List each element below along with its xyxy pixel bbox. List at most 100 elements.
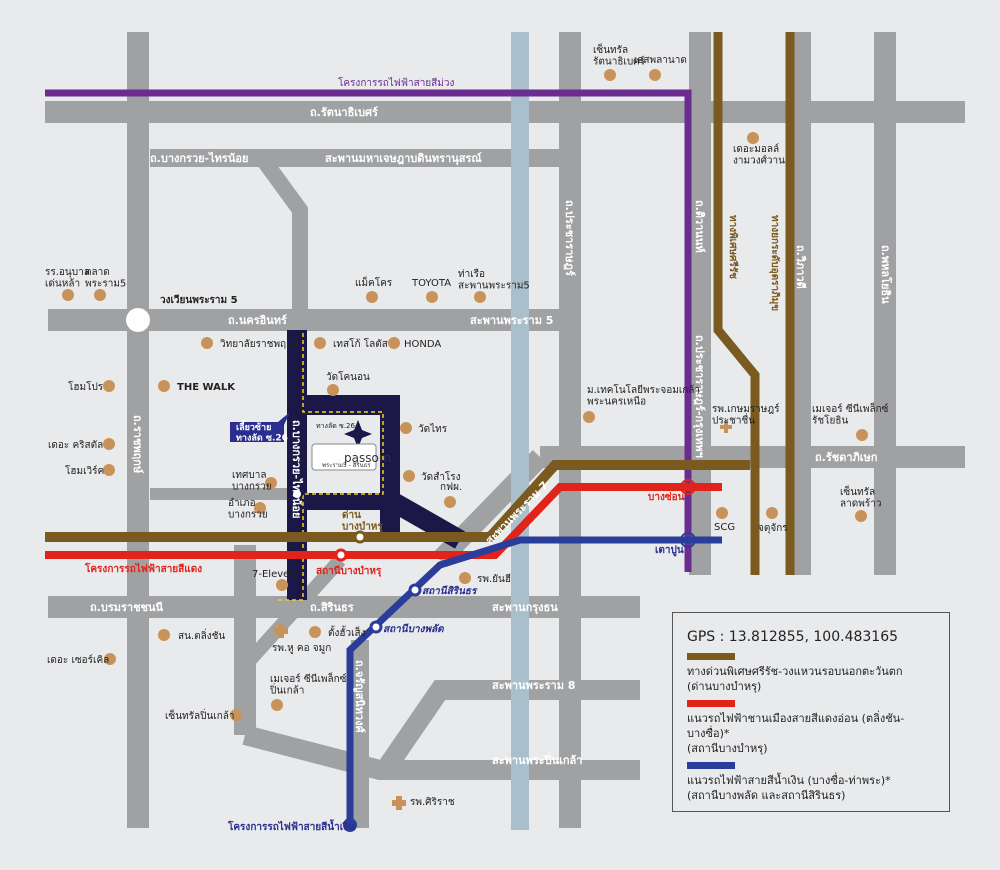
station-bangson[interactable] [680, 479, 696, 495]
svg-text:เมเจอร์ ซีนีเพล็กซ์ปิ่นเกล้า: เมเจอร์ ซีนีเพล็กซ์ปิ่นเกล้า [269, 671, 346, 697]
svg-text:ทางยกระดับอุตราภิมุข: ทางยกระดับอุตราภิมุข [769, 215, 781, 311]
svg-text:ท่าเรือสะพานพระราม5: ท่าเรือสะพานพระราม5 [458, 268, 530, 292]
svg-text:สะพานพระราม 8: สะพานพระราม 8 [492, 679, 575, 692]
svg-text:ถ.รัชดาภิเษก: ถ.รัชดาภิเษก [815, 451, 878, 464]
svg-text:รพ.ศิริราช: รพ.ศิริราช [410, 797, 455, 808]
gps-coordinates: GPS : 13.812855, 100.483165 [687, 629, 899, 645]
svg-text:เตาปูน: เตาปูน [655, 544, 684, 557]
stations [291, 479, 696, 832]
svg-text:SCG: SCG [714, 522, 735, 533]
place-labels: เซ็นทรัลรัตนาธิเบศร์ เอสพลานาด เดอะมอลล์… [45, 42, 889, 808]
svg-text:สถานีบางบำหรุ: สถานีบางบำหรุ [316, 565, 382, 577]
station-bangbamru[interactable] [334, 548, 348, 562]
svg-text:ถ.พหลโยธิน: ถ.พหลโยธิน [879, 245, 893, 304]
svg-text:เอสพลานาด: เอสพลานาด [634, 55, 687, 66]
expressway-sirat [713, 32, 760, 575]
svg-text:ด่านบางบำหรุ: ด่านบางบำหรุ [342, 509, 383, 533]
svg-text:เทสโก้ โลตัส: เทสโก้ โลตัส [333, 337, 388, 350]
svg-text:เดอะ คริสตัล: เดอะ คริสตัล [48, 440, 103, 451]
svg-text:สะพานพระราม 5: สะพานพระราม 5 [470, 314, 553, 327]
blue-line-end [343, 818, 357, 832]
svg-text:ตลาดพระราม5: ตลาดพระราม5 [85, 267, 126, 290]
project-access-roads [275, 330, 465, 601]
station-taopoon[interactable] [680, 532, 696, 548]
svg-text:ถ.ราชพฤกษ์: ถ.ราชพฤกษ์ [131, 415, 144, 474]
svg-text:อำเภอบางกรวย: อำเภอบางกรวย [228, 498, 268, 521]
legend-item: แนวรถไฟฟ้าชานเมืองสายสีแดงอ่อน (ตลิ่งชัน… [687, 700, 935, 756]
svg-text:ทางพิเศษศรีรัช: ทางพิเศษศรีรัช [727, 215, 739, 279]
svg-text:THE WALK: THE WALK [177, 382, 236, 393]
legend-swatch-red [687, 700, 735, 707]
svg-text:เซ็นทรัลรัตนาธิเบศร์: เซ็นทรัลรัตนาธิเบศร์ [593, 42, 646, 68]
svg-text:สะพานมหาเจษฎาบดินทรานุสรณ์: สะพานมหาเจษฎาบดินทรานุสรณ์ [325, 152, 482, 166]
svg-text:HONDA: HONDA [404, 339, 441, 350]
station-bangphlat[interactable] [369, 620, 383, 634]
svg-text:จตุจักร: จตุจักร [758, 523, 788, 534]
svg-text:วัดไทร: วัดไทร [418, 423, 448, 435]
svg-text:เดอะมอลล์งามวงศ์วาน: เดอะมอลล์งามวงศ์วาน [733, 143, 785, 167]
svg-text:เซ็นทรัลลาดพร้าว: เซ็นทรัลลาดพร้าว [840, 484, 881, 510]
svg-text:โฮมโปร: โฮมโปร [68, 380, 104, 393]
project-star-icon [344, 420, 372, 448]
svg-text:สะพานพระปิ่นเกล้า: สะพานพระปิ่นเกล้า [492, 752, 582, 767]
svg-text:บางซ่อน: บางซ่อน [648, 491, 685, 503]
svg-text:เดอะ เซอร์เคิล: เดอะ เซอร์เคิล [47, 654, 109, 666]
svg-text:แม็คโคร: แม็คโคร [355, 275, 393, 289]
svg-text:สะพานกรุงธน: สะพานกรุงธน [492, 601, 558, 615]
svg-text:รร.อนุบาลเด่นหล้า: รร.อนุบาลเด่นหล้า [45, 267, 90, 290]
callout-text: เลี้ยวซ้ายทางลัด ซ.26 [236, 420, 288, 443]
svg-text:ถ.วิภาวดี: ถ.วิภาวดี [794, 245, 807, 289]
roundabout [126, 308, 150, 332]
svg-text:โครงการรถไฟฟ้าสายสีม่วง: โครงการรถไฟฟ้าสายสีม่วง [338, 76, 454, 89]
svg-text:สถานีสิรินธร: สถานีสิรินธร [422, 585, 478, 597]
road-labels: ถ.รัตนาธิเบศร์ ถ.บางกรวย-ไทรน้อย สะพานมห… [90, 106, 893, 767]
project-soi-label: ทางลัด ซ.26 [316, 422, 355, 430]
project-logo-box [311, 443, 377, 471]
svg-text:ตั้งฮั้วเส็ง: ตั้งฮั้วเส็ง [328, 625, 366, 639]
legend-label: แนวรถไฟฟ้าชานเมืองสายสีแดงอ่อน (ตลิ่งชัน… [687, 712, 905, 755]
svg-text:รพ.เกษมราษฎร์ประชาชื่น: รพ.เกษมราษฎร์ประชาชื่น [712, 403, 780, 427]
svg-text:ถ.บางกรวย-ไทรน้อย: ถ.บางกรวย-ไทรน้อย [150, 151, 248, 165]
svg-text:เทศบาลบางกรวย: เทศบาลบางกรวย [232, 470, 272, 493]
svg-text:วัดสำโรง: วัดสำโรง [421, 470, 461, 483]
svg-text:ถ.สิรินธร: ถ.สิรินธร [310, 601, 354, 614]
callout-bubble [230, 412, 290, 442]
legend-label: แนวรถไฟฟ้าสายสีน้ำเงิน (บางซื่อ-ท่าพระ)*… [687, 774, 891, 802]
svg-text:TOYOTA: TOYOTA [411, 278, 451, 289]
svg-text:ถ.บางกรวย-ไทรน้อย: ถ.บางกรวย-ไทรน้อย [290, 420, 304, 518]
station-sirindhorn[interactable] [408, 583, 422, 597]
svg-text:รพ.หู คอ จมูก: รพ.หู คอ จมูก [272, 643, 331, 654]
hospital-icons [274, 421, 732, 810]
svg-text:รพ.ยันฮี: รพ.ยันฮี [477, 573, 511, 585]
svg-text:ม.เทคโนโลยีพระจอมเกล้าพระนครเห: ม.เทคโนโลยีพระจอมเกล้าพระนครเหนือ [587, 383, 700, 408]
svg-text:สน.ตลิ่งชัน: สน.ตลิ่งชัน [178, 628, 225, 642]
svg-text:โฮมเวิร์ค: โฮมเวิร์ค [65, 464, 104, 477]
svg-text:ถ.จรัญสนิทวงศ์: ถ.จรัญสนิทวงศ์ [353, 660, 366, 734]
svg-text:สถานีบางพลัด: สถานีบางพลัด [383, 623, 445, 635]
svg-text:ถ.ประชาราษฎร์: ถ.ประชาราษฎร์ [563, 200, 576, 276]
svg-text:กฟผ.: กฟผ. [440, 482, 462, 493]
svg-text:ถ.ประชาราษฎร์-กรุงเทพฯ: ถ.ประชาราษฎร์-กรุงเทพฯ [692, 335, 706, 458]
svg-text:ถ.ติวานนท์: ถ.ติวานนท์ [693, 200, 706, 253]
line-labels: โครงการรถไฟฟ้าสายสีม่วง โครงการรถไฟฟ้าสา… [84, 76, 685, 833]
svg-text:เมเจอร์ ซีนีเพล็กซ์รัชโยธิน: เมเจอร์ ซีนีเพล็กซ์รัชโยธิน [812, 401, 889, 427]
poi-markers [62, 69, 868, 721]
svg-text:โครงการรถไฟฟ้าสายสีน้ำเงิน: โครงการรถไฟฟ้าสายสีน้ำเงิน [227, 819, 355, 833]
svg-text:วัดโคนอน: วัดโคนอน [326, 370, 370, 383]
project-subtitle: พระราม5 - สิรินธร [322, 462, 371, 469]
expressway-west-ring [45, 460, 750, 542]
svg-text:7-Eleven: 7-Eleven [252, 569, 296, 580]
legend-label: ทางด่วนพิเศษศรีรัช-วงแหวนรอบนอกตะวันตก (… [687, 665, 903, 693]
svg-text:เซ็นทรัลปิ่นเกล้า: เซ็นทรัลปิ่นเกล้า [165, 708, 235, 722]
svg-text:โครงการรถไฟฟ้าสายสีแดง: โครงการรถไฟฟ้าสายสีแดง [84, 562, 202, 575]
roads [45, 32, 965, 828]
svg-text:ถ.บรมราชชนนี: ถ.บรมราชชนนี [90, 601, 164, 614]
svg-text:วิทยาลัยราชพฤกษ์: วิทยาลัยราชพฤกษ์ [220, 338, 300, 350]
junction-marker [291, 488, 303, 500]
toll-marker [353, 530, 367, 544]
legend-item: แนวรถไฟฟ้าสายสีน้ำเงิน (บางซื่อ-ท่าพระ)*… [687, 762, 935, 803]
blue-line [346, 536, 722, 825]
project-name: passorn [344, 451, 391, 465]
red-line [45, 483, 722, 559]
